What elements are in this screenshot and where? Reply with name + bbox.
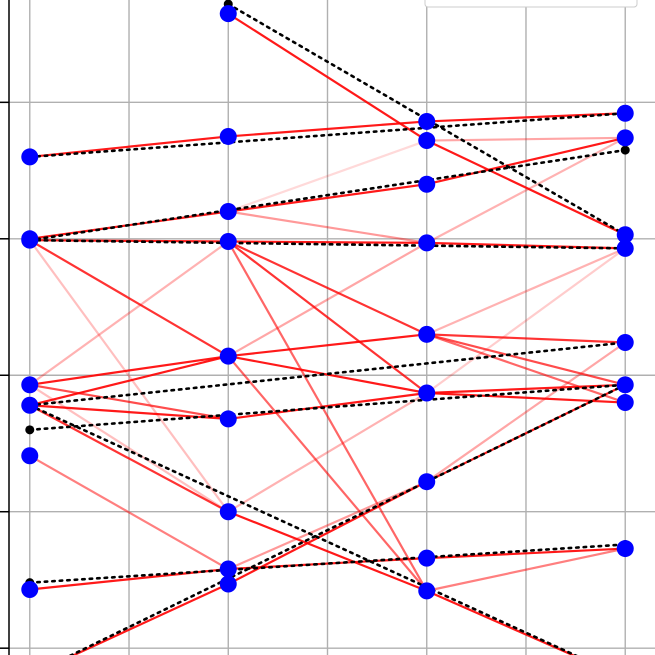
data-point: [21, 376, 39, 394]
connection-line: [228, 120, 427, 138]
connection-line: [227, 240, 428, 592]
connection-line: [228, 391, 427, 421]
connection-line: [29, 240, 229, 386]
connection-line: [227, 480, 428, 571]
data-point: [616, 129, 634, 147]
connection-line: [426, 247, 626, 336]
connection-line: [426, 136, 626, 186]
data-points-layer: [21, 5, 634, 600]
connection-line: [426, 547, 626, 560]
data-point: [616, 226, 634, 244]
connection-line: [228, 183, 427, 213]
connection-line: [29, 239, 229, 358]
data-point: [418, 234, 436, 252]
connection-line: [228, 210, 427, 244]
data-point: [418, 132, 436, 150]
fit-line: [28, 543, 627, 584]
connection-line: [426, 136, 626, 142]
data-point: [418, 549, 436, 567]
connection-line: [28, 239, 230, 513]
fit-line: [28, 238, 627, 250]
connection-line: [426, 333, 626, 386]
data-point: [418, 325, 436, 343]
connection-line: [29, 454, 229, 570]
data-point: [219, 5, 237, 23]
axes-layer: [0, 0, 10, 655]
fit-line: [226, 2, 627, 237]
connection-line: [29, 383, 229, 513]
connection-line: [426, 547, 626, 592]
connection-line: [227, 139, 428, 213]
data-point: [21, 581, 39, 598]
fit-line: [28, 383, 627, 432]
connection-line: [29, 383, 229, 421]
data-point: [616, 104, 634, 122]
data-point: [21, 231, 39, 249]
data-point: [616, 540, 634, 558]
fit-line: [68, 383, 627, 655]
data-point: [418, 384, 436, 402]
fit-line: [28, 148, 627, 242]
connection-line: [228, 333, 427, 358]
data-point: [418, 582, 436, 600]
legend-box: [424, 0, 638, 8]
data-point: [219, 560, 237, 578]
data-point: [21, 396, 39, 414]
fit-point: [25, 425, 35, 435]
connection-line: [227, 355, 428, 592]
fit-line: [28, 111, 627, 159]
connection-line: [228, 240, 427, 244]
data-point: [219, 347, 237, 365]
connection-line: [426, 247, 626, 394]
connection-line: [426, 139, 626, 236]
data-point: [616, 334, 634, 352]
connection-line: [29, 355, 229, 407]
connection-line: [426, 341, 626, 483]
data-point: [616, 394, 634, 412]
data-point: [219, 410, 237, 428]
data-point: [21, 447, 39, 465]
data-point: [21, 148, 39, 166]
fit-lines-layer: [25, 0, 630, 655]
connection-line: [426, 333, 626, 404]
connection-line: [227, 240, 428, 336]
connection-line: [227, 510, 428, 592]
fit-point: [620, 145, 630, 155]
data-point: [219, 233, 237, 251]
data-point: [418, 473, 436, 491]
data-point: [219, 575, 237, 593]
connection-line: [227, 12, 428, 142]
data-point: [418, 112, 436, 130]
data-point: [219, 503, 237, 521]
data-point: [219, 127, 237, 145]
connection-line: [426, 589, 576, 655]
data-point: [616, 239, 634, 257]
fit-line: [28, 341, 627, 407]
connection-line: [71, 583, 229, 655]
data-point: [219, 203, 237, 221]
connection-line: [29, 404, 229, 513]
connection-line: [29, 355, 229, 386]
connection-line: [227, 392, 428, 513]
connection-line: [227, 241, 428, 358]
connection-line: [426, 333, 626, 344]
data-point: [616, 376, 634, 394]
connection-line: [227, 240, 428, 394]
data-point: [418, 175, 436, 193]
